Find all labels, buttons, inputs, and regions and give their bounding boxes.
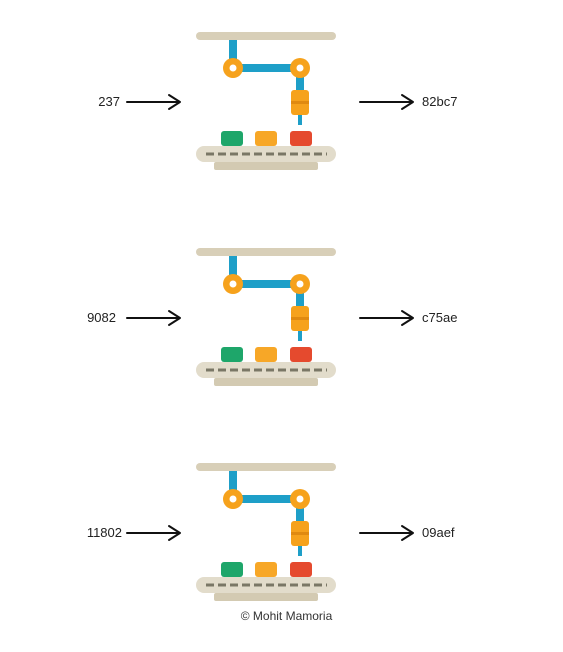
output-arrow-icon: [359, 310, 414, 326]
output-arrow-icon: [359, 94, 414, 110]
input-arrow-icon: [126, 525, 181, 541]
input-value: 11802: [86, 525, 122, 540]
copyright-credit: © Mohit Mamoria: [240, 609, 333, 623]
input-value: 9082: [87, 310, 116, 325]
input-arrow-icon: [126, 94, 181, 110]
hash-machine-icon: [196, 248, 336, 386]
output-hash: c75ae: [422, 310, 458, 325]
hash-machine-icon: [196, 463, 336, 601]
input-arrow-icon: [126, 310, 181, 326]
hash-machine-icon: [196, 32, 336, 170]
output-arrow-icon: [359, 525, 414, 541]
output-hash: 09aef: [422, 525, 455, 540]
hash-row-2: 9082 c75ae: [0, 244, 563, 404]
input-value: 237: [98, 94, 120, 109]
hash-row-3: 11802 09aef: [0, 459, 563, 619]
hash-row-1: 237 82bc7: [0, 28, 563, 188]
output-hash: 82bc7: [422, 94, 458, 109]
